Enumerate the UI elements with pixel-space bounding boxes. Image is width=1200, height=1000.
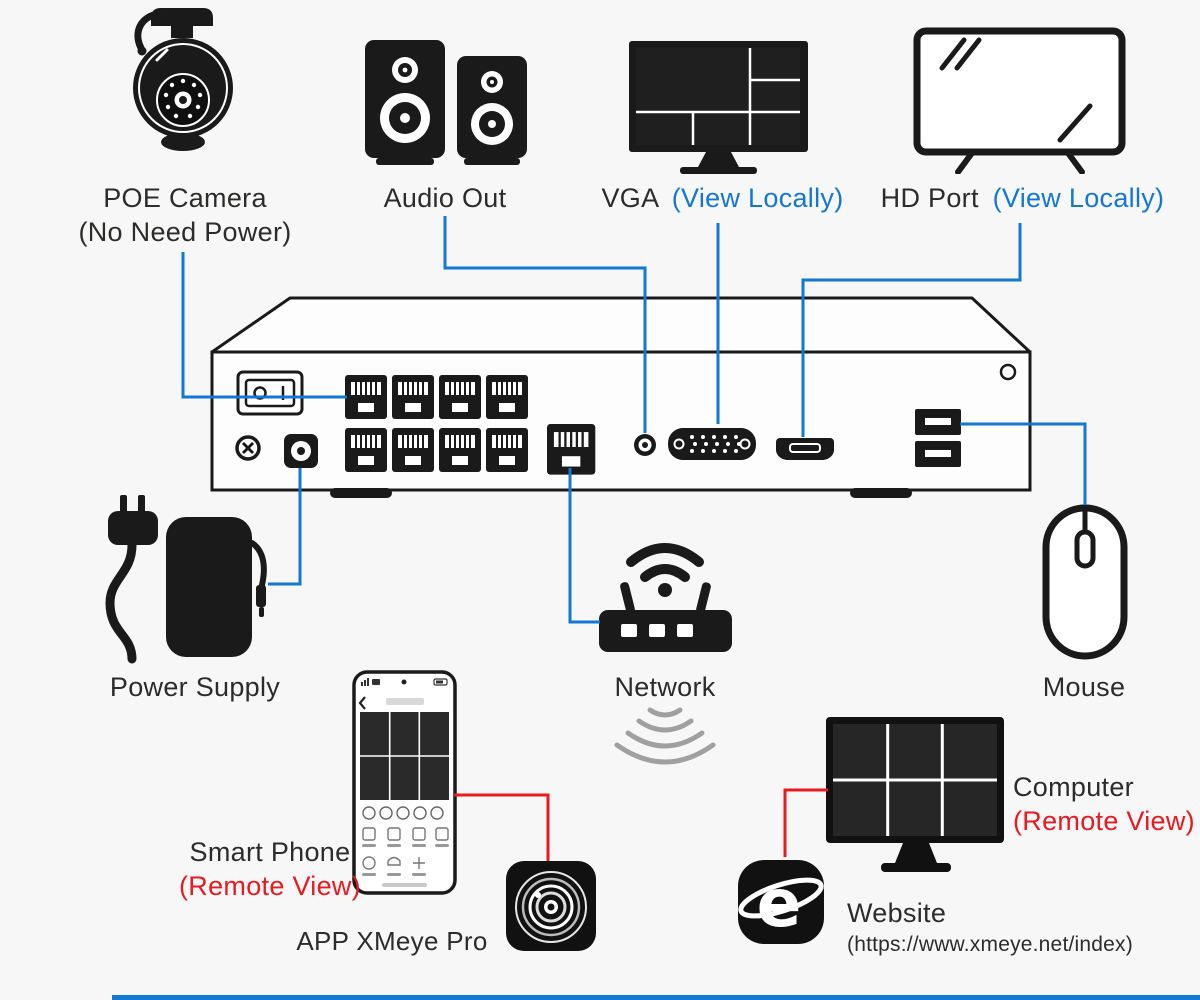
wire-phone-app [454,793,550,861]
smart-phone-label-line2: (Remote View) [179,871,361,901]
computer-icon [825,716,1007,876]
hd-port-label: HD Port (View Locally) [880,181,1165,215]
poe-camera-label-line1: POE Camera [103,183,267,213]
power-switch [236,370,304,416]
website-icon: e [735,854,827,948]
wifi-ripple-icon [598,706,732,776]
app-label: APP XMeye Pro [296,926,488,956]
computer-label: Computer (Remote View) [1013,770,1199,838]
vga-label-text: VGA [601,183,658,213]
hd-port-label-text: HD Port [880,183,979,213]
website-e-glyph: e [757,865,802,942]
hd-port-label-note: (View Locally) [992,183,1165,213]
computer-label-line1: Computer [1013,772,1134,802]
vga-label-note: (View Locally) [671,183,844,213]
mouse-label: Mouse [1042,672,1126,702]
mouse-icon [1040,502,1130,662]
audio-out-label: Audio Out [383,183,507,213]
vga-port [668,428,756,460]
lan-port [545,422,597,476]
wire-computer-website [783,788,828,857]
computer-label-line2: (Remote View) [1013,806,1195,836]
poe-camera-label: POE Camera (No Need Power) [40,181,330,249]
power-supply-label: Power Supply [109,672,281,702]
hdmi-port [776,438,834,460]
smart-phone-label-line1: Smart Phone [189,837,351,867]
bottom-accent-bar [112,995,1200,1000]
app-xmeye-icon [505,860,597,952]
vga-monitor-icon [628,40,813,174]
audio-jack [634,434,656,456]
power-supply-icon [90,495,268,667]
dc-power-jack [284,434,318,468]
website-label: Website (https://www.xmeye.net/index) [847,896,1200,960]
website-label-line1: Website [847,898,947,928]
nvr-recorder-icon [200,288,1050,503]
ground-mark [235,435,261,461]
nvr-front-face [210,350,1032,492]
network-router-icon [593,522,738,655]
smartphone-icon [352,670,457,895]
website-label-url: (https://www.xmeye.net/index) [847,933,1133,956]
poe-camera-icon [125,6,240,178]
poe-camera-label-line2: (No Need Power) [78,217,292,247]
network-label: Network [614,672,716,702]
vga-label: VGA (View Locally) [595,181,850,215]
nvr-top-face [210,296,1032,354]
smart-phone-label: Smart Phone (Remote View) [120,835,420,903]
audio-out-icon [362,40,532,165]
hd-tv-icon [912,26,1127,174]
